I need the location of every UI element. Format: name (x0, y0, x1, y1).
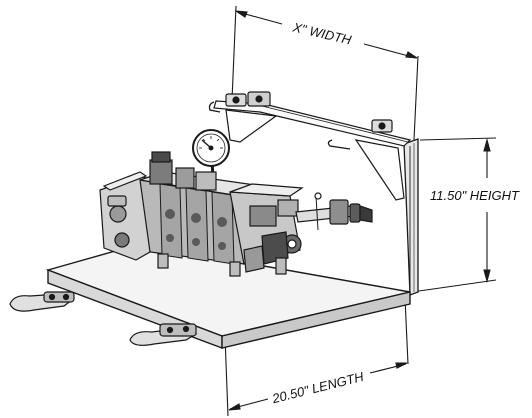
width-ext-line-right (413, 55, 419, 141)
height-dimension (411, 137, 497, 293)
length-ext-line-left (224, 335, 229, 417)
width-arrow-left (235, 10, 248, 18)
height-arrow-top (483, 137, 491, 152)
width-label: X" WIDTH (290, 19, 353, 47)
width-ext-line-left (231, 5, 237, 101)
width-dimension (231, 5, 419, 141)
top-mounting-bracket (208, 91, 412, 201)
height-arrow-bottom (483, 269, 491, 284)
toggle-clamp-right (129, 323, 198, 346)
length-arrow-right (395, 362, 408, 369)
length-ext-line-right (404, 297, 409, 365)
valve-manifold-stack (99, 151, 304, 277)
height-ext-line-bottom (411, 279, 497, 293)
toggle-clamp-left (9, 291, 75, 312)
length-dimension (224, 297, 409, 417)
length-arrow-left (228, 403, 241, 411)
length-label: 20.50" LENGTH (270, 369, 366, 407)
height-ext-line-top (419, 137, 497, 141)
height-label: 11.50" HEIGHT (430, 188, 520, 203)
back-panel (403, 138, 419, 296)
width-arrow-right (405, 51, 418, 59)
actuator-rod (295, 192, 373, 231)
